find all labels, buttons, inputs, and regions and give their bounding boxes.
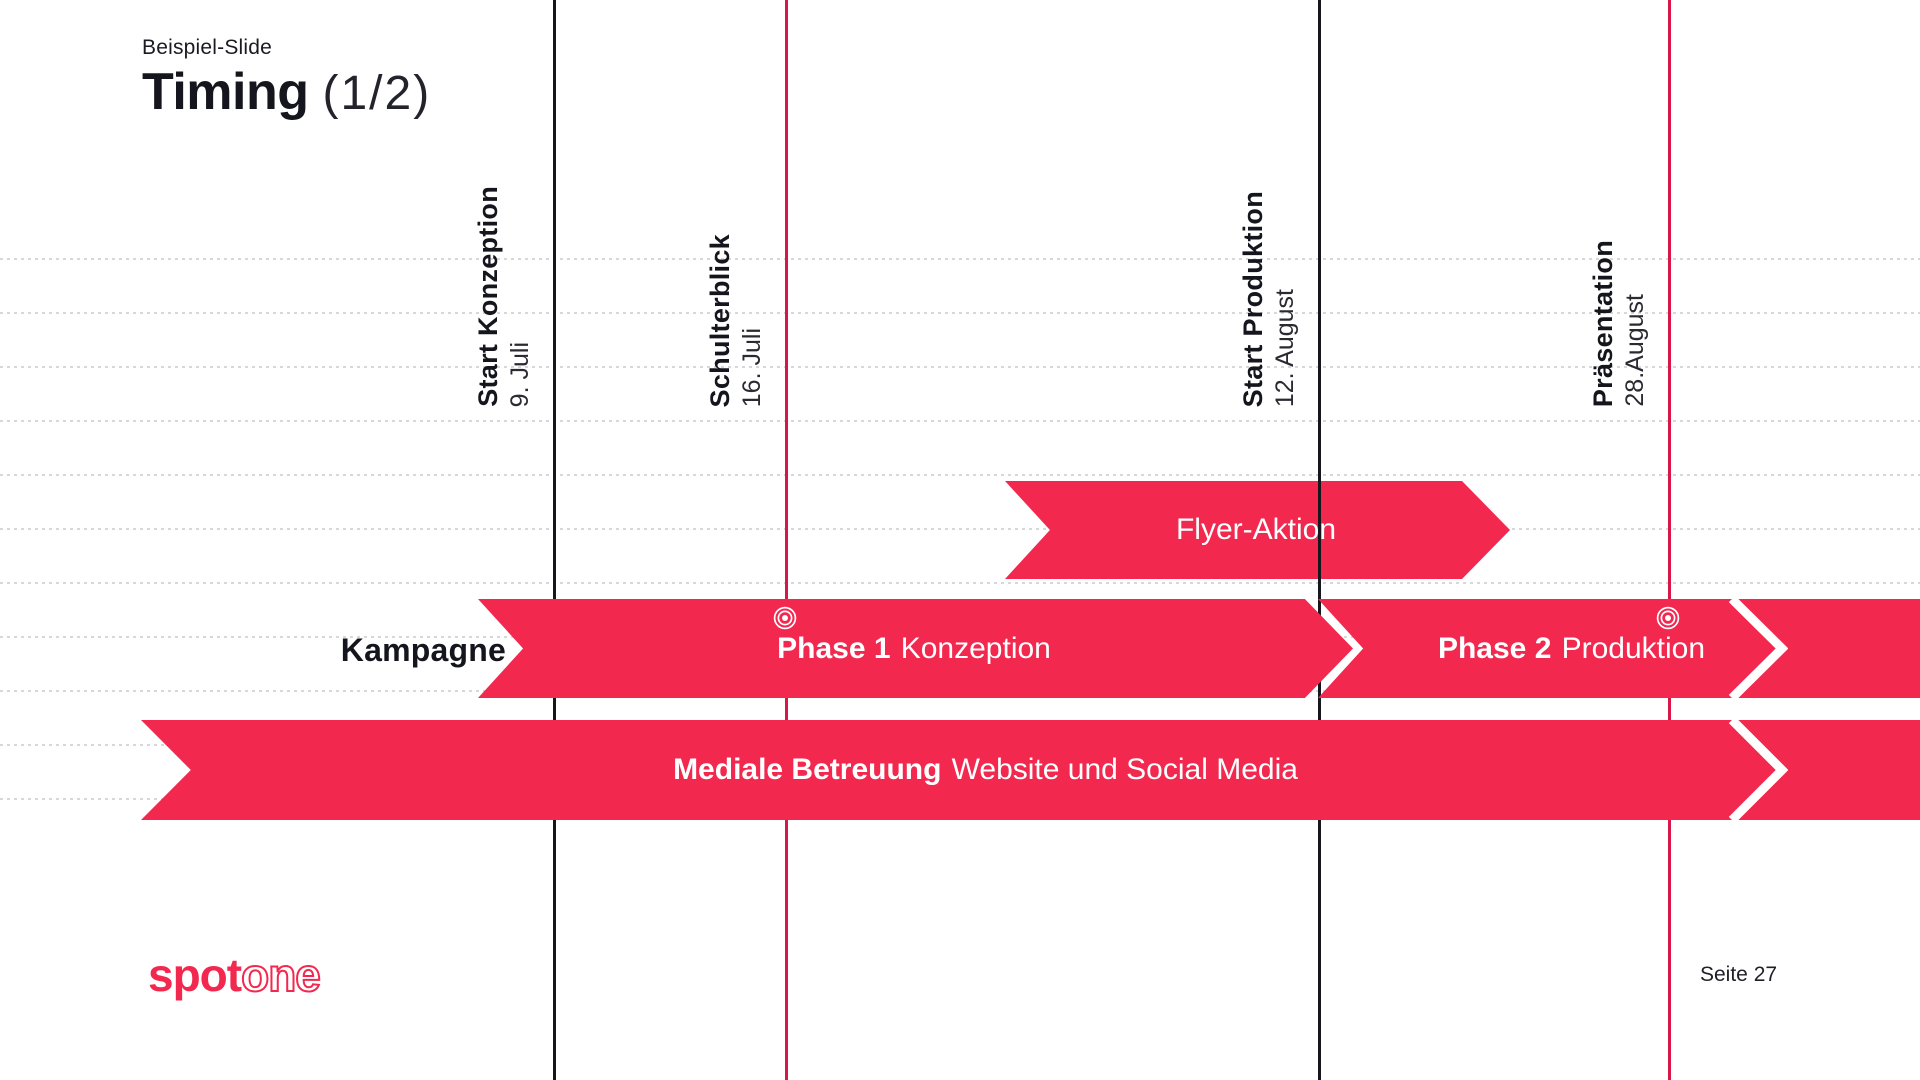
row-label-kampagne: Kampagne: [340, 632, 506, 668]
mediale-betreuung-banner: Mediale Betreuung Website und Social Med…: [141, 720, 1920, 820]
milestone-line-schulterblick: [785, 0, 788, 1080]
bullseye-icon: [773, 606, 797, 630]
banner-label-bold: Mediale Betreuung: [673, 753, 942, 786]
spotone-logo: spotone: [148, 948, 322, 1002]
milestone-line-start-produktion: [1318, 0, 1321, 1080]
gridline: [0, 420, 1920, 422]
banner-label-bold: Phase 1: [777, 631, 891, 665]
slide-header: Beispiel-Slide Timing (1/2): [142, 36, 431, 122]
milestone-name: Schulterblick: [705, 233, 735, 407]
phase1-banner: Phase 1 Konzeption: [478, 599, 1353, 698]
gridline: [0, 312, 1920, 314]
slide-title-suffix: (1/2): [322, 67, 432, 120]
milestone-praesentation: Präsentation 28.August: [1588, 145, 1650, 407]
chevron-separator-icon: [1728, 599, 1788, 698]
milestone-date: 9. Juli: [506, 341, 535, 407]
banner-label: Flyer-Aktion: [1175, 513, 1337, 546]
milestone-date: 12. August: [1271, 288, 1300, 407]
banner-label: Website und Social Media: [951, 753, 1298, 786]
gridline: [0, 474, 1920, 476]
banner-label-bold: Phase 2: [1437, 631, 1552, 665]
chevron-separator-icon: [1728, 720, 1788, 820]
milestone-name: Start Konzeption: [473, 186, 503, 407]
milestone-name: Präsentation: [1588, 239, 1618, 407]
gridline: [0, 258, 1920, 260]
milestone-date: 28.August: [1621, 294, 1650, 407]
flyer-aktion-banner: Flyer-Aktion: [1005, 481, 1510, 579]
page-number: Seite 27: [1700, 963, 1778, 986]
milestone-start-konzeption: Start Konzeption 9. Juli: [473, 145, 535, 407]
milestone-start-produktion: Start Produktion 12. August: [1238, 145, 1300, 407]
banner-label: Konzeption: [900, 631, 1051, 665]
milestone-line-praesentation: [1668, 0, 1671, 1080]
milestone-date: 16. Juli: [738, 327, 767, 407]
logo-text-bold: spot: [148, 949, 242, 1001]
bullseye-icon: [1656, 606, 1680, 630]
gridline: [0, 528, 1920, 530]
milestone-line-start-konzeption: [553, 0, 556, 1080]
milestone-name: Start Produktion: [1238, 190, 1268, 407]
slide-eyebrow: Beispiel-Slide: [142, 36, 273, 59]
phase2-banner: Phase 2 Produktion: [1318, 599, 1920, 698]
slide-title: Timing: [142, 63, 309, 121]
logo-text-outline: one: [240, 948, 322, 1002]
banner-label: Produktion: [1561, 631, 1706, 665]
gridline: [0, 582, 1920, 584]
milestone-schulterblick: Schulterblick 16. Juli: [705, 145, 767, 407]
gridline: [0, 366, 1920, 368]
